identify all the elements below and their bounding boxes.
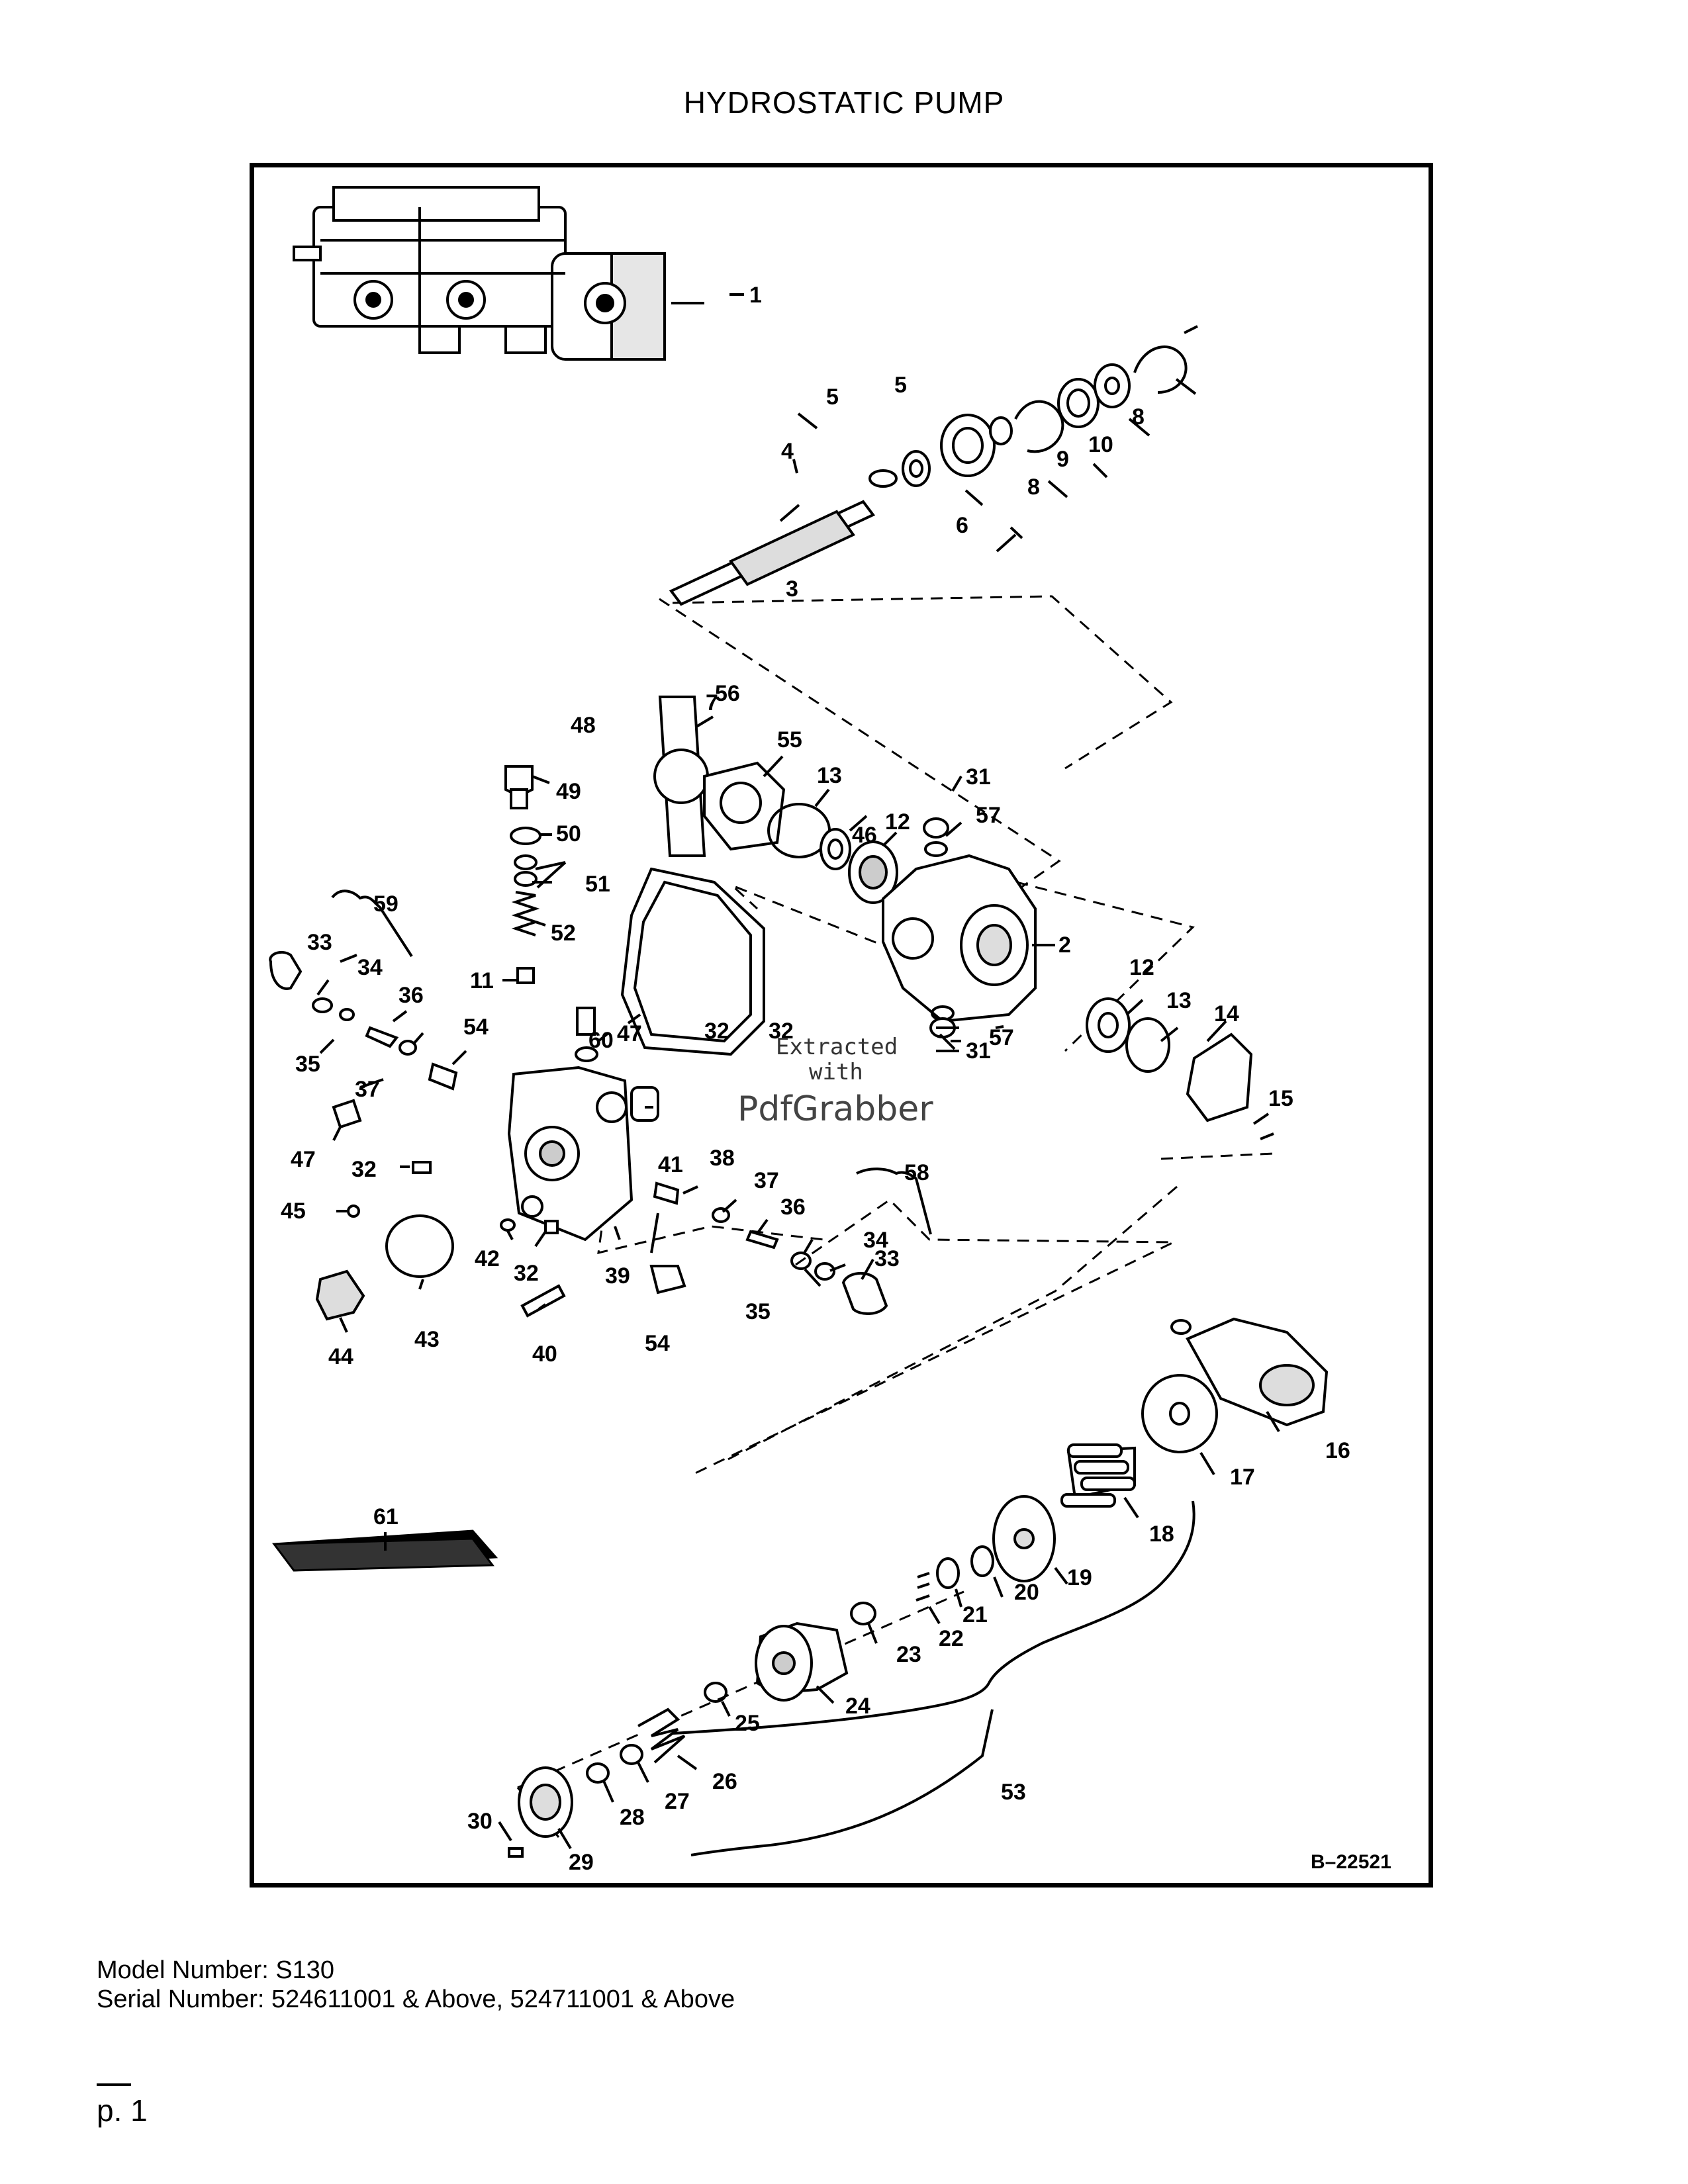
- callout: 34: [357, 955, 383, 980]
- callout: 61: [373, 1504, 399, 1529]
- leader-lines: [316, 293, 1280, 1850]
- callout: 45: [281, 1199, 306, 1224]
- callout: 9: [1056, 447, 1069, 472]
- callout: 57: [989, 1025, 1014, 1050]
- callout: 30: [467, 1809, 492, 1834]
- callout: 42: [475, 1246, 500, 1271]
- rotating-group: [508, 1317, 1329, 1858]
- page-number-rule: [97, 2083, 131, 2086]
- callout: 32: [352, 1157, 377, 1182]
- callout: 40: [532, 1342, 557, 1367]
- callout: 35: [295, 1052, 320, 1077]
- callout: 59: [373, 891, 399, 917]
- callout: 31: [966, 1038, 991, 1064]
- callout: 16: [1325, 1438, 1350, 1463]
- callout: 1: [749, 283, 762, 308]
- watermark-line-3: PdfGrabber: [737, 1089, 933, 1129]
- callout: 37: [355, 1077, 380, 1102]
- end-cap-group: [269, 867, 888, 1321]
- callout: 21: [962, 1602, 988, 1627]
- callout: 36: [780, 1195, 806, 1220]
- callout: 60: [588, 1028, 614, 1053]
- group-brackets: [331, 889, 1196, 1856]
- callout: 4: [781, 439, 794, 464]
- callout: 25: [735, 1711, 760, 1736]
- callout: 55: [777, 727, 802, 752]
- callout: 39: [605, 1263, 630, 1289]
- callout: 54: [463, 1015, 489, 1040]
- callout: 20: [1014, 1580, 1039, 1605]
- callout: 35: [745, 1299, 771, 1324]
- drive-shaft-group: [669, 325, 1198, 606]
- valve-stack: [504, 765, 541, 984]
- callout: 12: [1129, 955, 1154, 980]
- callout: 29: [569, 1850, 594, 1875]
- callout: 8: [1132, 404, 1145, 430]
- callout: 32: [769, 1019, 794, 1044]
- exploded-parts-diagram: 1 2 3 4 5 5 6 7 8 8 9 10 11 12 12 13 13 …: [250, 163, 1433, 1888]
- housing-group: [653, 696, 1274, 1140]
- callout: 15: [1268, 1086, 1293, 1111]
- figure-reference-code: B–22521: [1311, 1851, 1391, 1873]
- callout: 32: [704, 1019, 729, 1044]
- callout: 47: [617, 1021, 642, 1046]
- model-number: Model Number: S130: [97, 1956, 335, 1984]
- callout: 44: [328, 1344, 353, 1369]
- callout: 37: [754, 1168, 779, 1193]
- callout: 49: [556, 779, 581, 804]
- callout: 54: [645, 1331, 670, 1356]
- callout: 19: [1067, 1565, 1092, 1590]
- serial-number: Serial Number: 524611001 & Above, 524711…: [97, 1985, 735, 2013]
- callout: 53: [1001, 1780, 1026, 1805]
- callout-labels: 1 2 3 4 5 5 6 7 8 8 9 10 11 12 12 13 13 …: [281, 283, 1350, 1875]
- callout: 13: [817, 763, 842, 788]
- callout: 13: [1166, 988, 1192, 1013]
- page-number: p. 1: [97, 2093, 148, 2128]
- callout: 24: [845, 1694, 870, 1719]
- callout: 47: [291, 1147, 316, 1172]
- callout: 41: [658, 1152, 683, 1177]
- page-title: HYDROSTATIC PUMP: [683, 85, 1005, 120]
- callout: 23: [896, 1642, 921, 1667]
- pdfgrabber-watermark: Extracted with PdfGrabber: [737, 1034, 933, 1129]
- callout: 18: [1149, 1522, 1174, 1547]
- callout: 36: [399, 983, 424, 1008]
- assembly-guide-lines: [516, 595, 1274, 1838]
- callout: 2: [1058, 933, 1071, 958]
- callout: 58: [904, 1160, 929, 1185]
- callout: 38: [710, 1146, 735, 1171]
- callout: 8: [1027, 475, 1040, 500]
- callout: 56: [715, 681, 740, 706]
- callout: 31: [966, 764, 991, 790]
- callout: 14: [1214, 1001, 1239, 1026]
- callout: 17: [1230, 1465, 1255, 1490]
- callout: 22: [939, 1626, 964, 1651]
- callout: 27: [665, 1789, 690, 1814]
- callout: 48: [571, 713, 596, 738]
- callout: 57: [976, 803, 1001, 828]
- callout: 10: [1088, 432, 1113, 457]
- callout: 32: [514, 1261, 539, 1286]
- callout: 3: [786, 576, 798, 602]
- callout: 43: [414, 1327, 440, 1352]
- callout: 6: [956, 513, 968, 538]
- callout: 33: [307, 930, 332, 955]
- callout: 33: [874, 1246, 900, 1271]
- callout: 28: [620, 1805, 645, 1830]
- watermark-line-2: with: [809, 1059, 863, 1085]
- callout: 50: [556, 821, 581, 846]
- watermark-line-1: Extracted: [776, 1034, 898, 1060]
- callout: 34: [863, 1228, 888, 1253]
- callout: 26: [712, 1769, 737, 1794]
- callout: 11: [470, 968, 494, 993]
- callout: 5: [894, 373, 907, 398]
- pump-assembly-illustration: [293, 186, 704, 361]
- callout: 52: [551, 921, 576, 946]
- callout: 12: [885, 809, 910, 835]
- callout: 7: [706, 690, 718, 715]
- callout: 5: [826, 385, 839, 410]
- callout: 51: [585, 872, 610, 897]
- callout: 46: [852, 823, 877, 848]
